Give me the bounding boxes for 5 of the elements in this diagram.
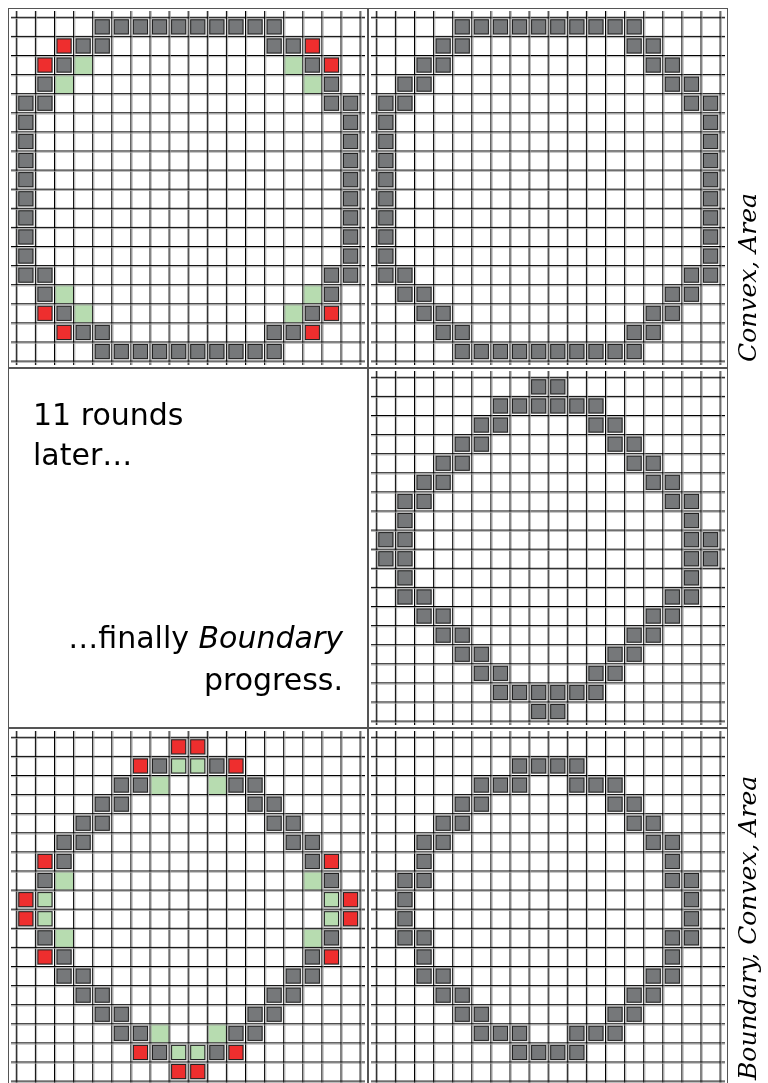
caption-text: 11 rounds later… <box>33 396 185 474</box>
side-label: Convex, Area <box>732 193 763 362</box>
caption-text: …finally Boundary progress. <box>67 619 343 699</box>
text-panel <box>8 368 368 728</box>
side-label: Boundary, Convex, Area <box>732 775 763 1080</box>
